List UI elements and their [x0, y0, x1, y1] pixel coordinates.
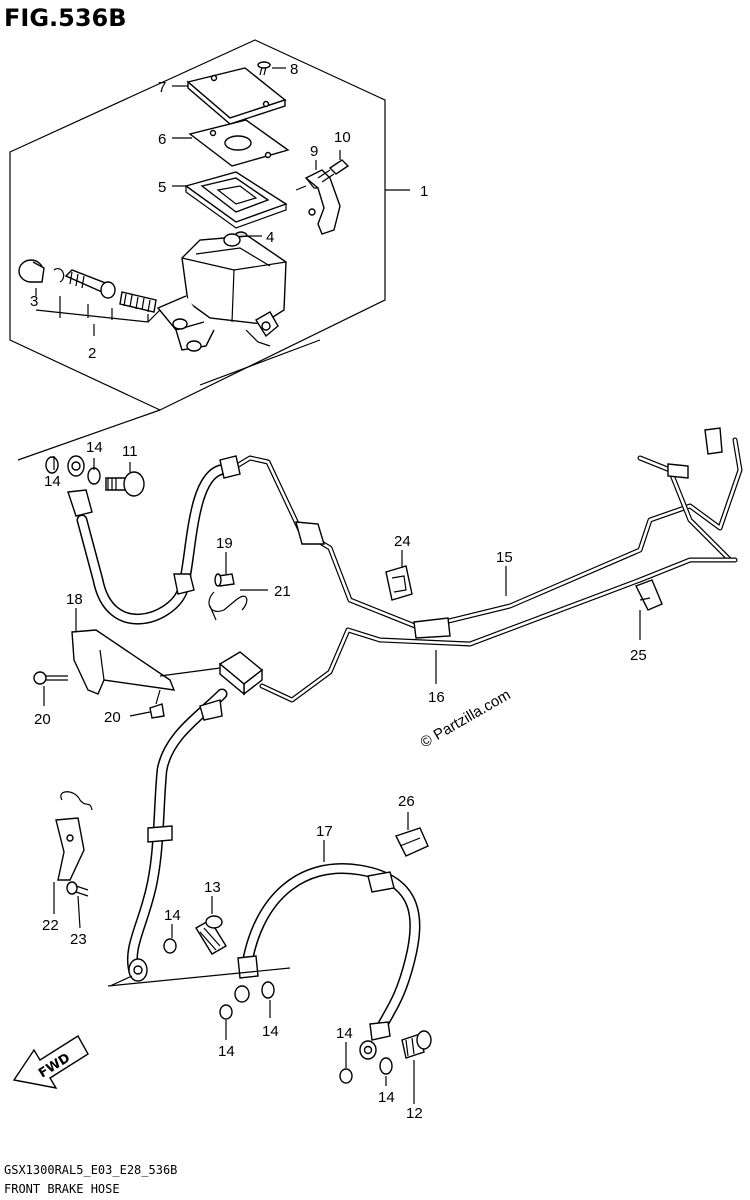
callout-20-a: 20 — [34, 711, 51, 728]
handlebar-clamp — [295, 169, 341, 235]
reservoir-cap — [186, 67, 287, 125]
callout-labels: 1 2 3 4 5 6 7 8 9 10 11 12 13 14 14 14 1… — [30, 61, 647, 1122]
callout-5: 5 — [158, 179, 166, 196]
callout-9: 9 — [310, 143, 318, 160]
fwd-arrow-icon: FWD — [12, 1035, 89, 1089]
callout-1: 1 — [420, 183, 428, 200]
banjo-bolt-11 — [105, 471, 145, 497]
master-cylinder-body — [156, 233, 287, 352]
callout-21: 21 — [274, 583, 291, 600]
bracket-18 — [71, 629, 221, 695]
callout-25: 25 — [630, 647, 647, 664]
clamp-bolt — [317, 159, 350, 183]
callout-15: 15 — [496, 549, 513, 566]
callout-13: 13 — [204, 879, 221, 896]
callout-11: 11 — [122, 443, 138, 460]
piston-kit — [18, 259, 161, 323]
callout-2: 2 — [88, 345, 96, 362]
callout-8: 8 — [290, 61, 298, 78]
callout-14-c: 14 — [164, 907, 181, 924]
callout-18: 18 — [66, 591, 83, 608]
callout-7: 7 — [158, 79, 166, 96]
washers-lower — [219, 981, 393, 1084]
callout-14-d: 14 — [218, 1043, 235, 1060]
hose-joint — [218, 651, 264, 696]
brake-pipe-16 — [259, 557, 738, 703]
master-cylinder-inset — [9, 39, 410, 461]
leader-lines — [35, 67, 641, 1104]
callout-10: 10 — [334, 129, 351, 146]
callout-12: 12 — [406, 1105, 423, 1122]
upper-brake-hose — [67, 455, 241, 625]
guide-bolt-23 — [66, 881, 89, 897]
callout-14-a: 14 — [86, 439, 103, 456]
diaphragm — [184, 171, 288, 229]
footer-code: GSX1300RAL5_E03_E28_536B — [4, 1163, 177, 1177]
callout-3: 3 — [30, 293, 38, 310]
brake-hose-17 — [234, 863, 421, 1060]
callout-14-f: 14 — [336, 1025, 353, 1042]
banjo-bolt-12 — [401, 1030, 432, 1059]
callout-4: 4 — [266, 229, 274, 246]
cap-screw — [257, 61, 271, 76]
callout-17: 17 — [316, 823, 333, 840]
brake-pipe-15 — [227, 427, 743, 639]
callout-26: 26 — [398, 793, 415, 810]
callout-16: 16 — [428, 689, 445, 706]
projection-lines — [107, 967, 291, 987]
callout-6: 6 — [158, 131, 166, 148]
callout-22: 22 — [42, 917, 59, 934]
callout-23: 23 — [70, 931, 87, 948]
lower-left-hose — [126, 688, 228, 982]
callout-24: 24 — [394, 533, 411, 550]
callout-14-b: 14 — [44, 473, 61, 490]
pipe-clamp-24 — [385, 565, 413, 601]
clip-bolt-19 — [214, 573, 235, 587]
callout-14-g: 14 — [378, 1089, 395, 1106]
hose-clamp-26 — [395, 827, 429, 857]
callout-20-b: 20 — [104, 709, 121, 726]
diaphragm-plate — [188, 119, 290, 167]
hose-clip-21 — [208, 591, 248, 621]
callout-14-e: 14 — [262, 1023, 279, 1040]
pipe-clamp-25 — [635, 579, 663, 611]
figure-title: FIG.536B — [4, 4, 127, 32]
callout-19: 19 — [216, 535, 233, 552]
hose-guide-22 — [55, 791, 93, 881]
bracket-bolt-20 — [33, 671, 165, 719]
banjo-bolt-13 — [163, 915, 227, 955]
footer-name: FRONT BRAKE HOSE — [4, 1182, 120, 1196]
